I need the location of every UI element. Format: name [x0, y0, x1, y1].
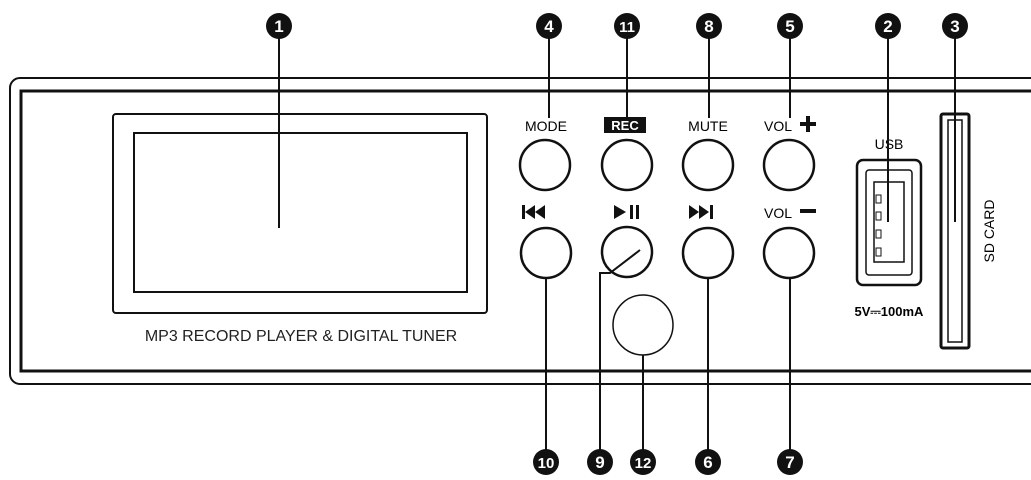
svg-text:3: 3 [950, 17, 959, 36]
callout-6: 6 [695, 449, 721, 475]
svg-text:11: 11 [619, 19, 635, 36]
svg-text:8: 8 [704, 17, 713, 36]
vol-up-button[interactable] [762, 138, 816, 192]
callout-11: 11 [614, 13, 640, 39]
leader-lines [545, 38, 956, 450]
callout-5: 5 [777, 13, 803, 39]
svg-text:7: 7 [785, 453, 794, 472]
svg-text:10: 10 [538, 455, 555, 472]
callout-10: 10 [533, 449, 559, 475]
front-panel [19, 89, 1031, 373]
callout-12: 12 [630, 449, 656, 475]
rec-label: REC [611, 118, 639, 133]
previous-button[interactable] [519, 226, 573, 280]
rec-label-box [604, 117, 646, 133]
mode-label: MODE [525, 118, 567, 134]
plus-icon [800, 116, 816, 132]
vol-down-button[interactable] [762, 226, 816, 280]
svg-text:12: 12 [635, 455, 652, 472]
play-pause-icon [614, 205, 639, 219]
next-icon [689, 205, 713, 219]
callout-8: 8 [696, 13, 722, 39]
vol-down-label: VOL [764, 205, 792, 221]
svg-text:4: 4 [544, 17, 554, 36]
minus-icon [800, 209, 816, 213]
sd-card-label: SD CARD [981, 199, 997, 262]
usb-contacts [875, 194, 882, 257]
display-screen [133, 132, 468, 293]
play-pause-button[interactable] [600, 225, 654, 279]
callout-7: 7 [777, 449, 803, 475]
usb-port-tongue [873, 181, 905, 263]
callout-3: 3 [942, 13, 968, 39]
callout-2: 2 [875, 13, 901, 39]
svg-text:6: 6 [703, 453, 712, 472]
svg-text:9: 9 [595, 453, 604, 472]
display-bezel [112, 113, 488, 314]
callout-9: 9 [587, 449, 613, 475]
mute-label: MUTE [688, 118, 728, 134]
svg-text:1: 1 [274, 17, 283, 36]
callout-1: 1 [266, 13, 292, 39]
svg-text:2: 2 [883, 17, 892, 36]
callout-4: 4 [536, 13, 562, 39]
mute-button[interactable] [681, 138, 735, 192]
outer-housing [9, 77, 1031, 385]
rec-button[interactable] [600, 138, 654, 192]
next-button[interactable] [681, 226, 735, 280]
product-label: MP3 RECORD PLAYER & DIGITAL TUNER [145, 328, 457, 345]
svg-text:5: 5 [785, 17, 794, 36]
mode-button[interactable] [518, 138, 572, 192]
ir-receiver [612, 294, 674, 356]
previous-icon [522, 205, 545, 219]
vol-up-label: VOL [764, 118, 792, 134]
usb-rating: 5V⎓100mA [855, 304, 925, 319]
